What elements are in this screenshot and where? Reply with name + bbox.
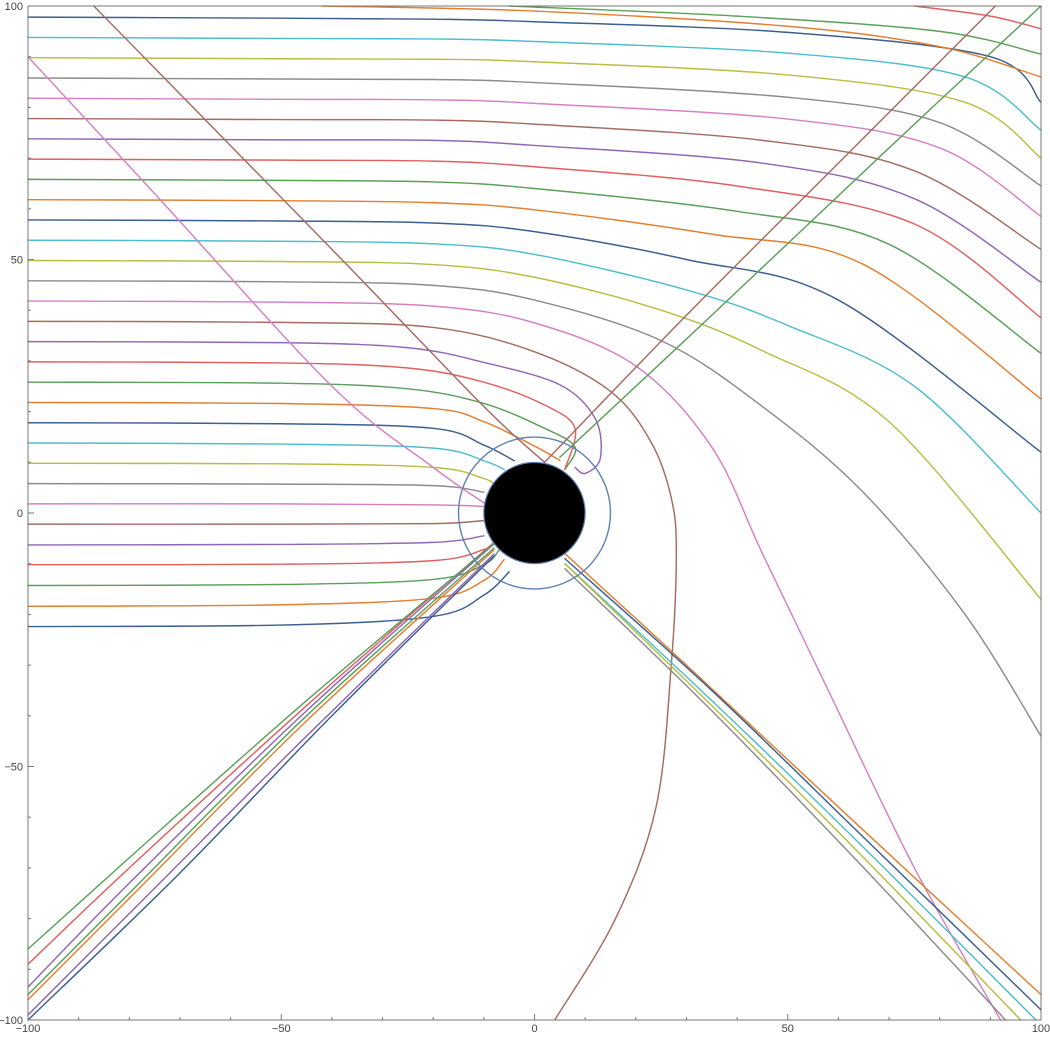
ray-series-line-43 [27, 543, 495, 988]
ray-series-line-9 [27, 462, 495, 486]
x-tick-label-1: −100 [16, 1023, 41, 1035]
ray-series-line-23 [27, 178, 1042, 355]
plot-frame [27, 5, 1042, 1021]
black-hole-disk [483, 461, 586, 565]
ray-series-line-38 [559, 5, 1042, 458]
ray-series-line-26 [27, 117, 1042, 251]
ray-series-line-25 [27, 138, 1042, 284]
ray-series-line-34 [913, 5, 1042, 30]
ray-series-line-33 [508, 5, 1042, 55]
ray-series-line-16 [27, 320, 678, 1021]
ray-series-line-6 [27, 519, 485, 525]
x-axis-ticks: −100 −50 0 50 100 [16, 1014, 1050, 1035]
y-tick-label-3: 0 [17, 508, 23, 520]
ray-series-line-41 [27, 549, 495, 1001]
x-tick-label-5: 100 [1032, 1023, 1050, 1035]
ray-series-line-2 [27, 558, 505, 608]
ray-series-line-18 [27, 280, 1042, 737]
ray-series-line-21 [27, 219, 1042, 453]
ray-series-line-45 [27, 538, 500, 950]
ray-series-line-7 [27, 503, 485, 508]
ray-series-line-31 [27, 16, 1042, 104]
ray-series-line-19 [27, 259, 1042, 600]
ray-series-line-1 [27, 571, 510, 628]
ray-series-line-10 [27, 442, 505, 471]
ray-series-line-12 [27, 401, 561, 461]
ray-series-line-24 [27, 158, 1042, 319]
ray-series-line-3 [27, 549, 500, 587]
ray-series-line-29 [27, 56, 1042, 159]
ray-series-line-39 [27, 555, 495, 1021]
ray-series-line-36 [27, 55, 485, 504]
ray-series-line-13 [27, 381, 577, 471]
ray-series-line-14 [27, 361, 577, 471]
ray-series-line-42 [27, 547, 495, 996]
ray-series-line-5 [27, 535, 485, 546]
ray-series-line-44 [27, 541, 495, 965]
ray-series-line-49 [564, 562, 1022, 1021]
ray-series-layer [27, 5, 1042, 1021]
ray-series-line-40 [27, 553, 495, 1016]
ray-series-line-17 [27, 300, 1002, 1021]
ray-series-line-50 [564, 568, 1007, 1021]
ray-series-line-35 [93, 5, 546, 464]
ray-series-line-30 [27, 36, 1042, 131]
y-tick-label-2: −50 [4, 762, 23, 774]
x-tick-label-2: −50 [272, 1023, 291, 1035]
ray-series-line-27 [27, 97, 1042, 218]
y-axis-ticks: −100 −50 0 50 100 [0, 1, 34, 1027]
x-tick-label-4: 50 [782, 1023, 794, 1035]
ray-series-line-46 [564, 552, 1042, 996]
ray-series-line-37 [543, 5, 997, 464]
ray-series-line-47 [564, 557, 1042, 1011]
photon-ring [457, 436, 612, 590]
y-tick-label-1: −100 [0, 1015, 23, 1027]
ray-series-line-22 [27, 198, 1042, 400]
ray-series-line-8 [27, 482, 485, 493]
x-tick-label-3: 0 [531, 1023, 537, 1035]
ray-series-line-28 [27, 77, 1042, 187]
ray-series-line-20 [27, 239, 1042, 514]
ray-series-line-48 [564, 562, 1037, 1021]
y-tick-label-4: 50 [11, 255, 23, 267]
y-tick-label-5: 100 [5, 1, 23, 13]
ray-series-line-4 [27, 541, 495, 566]
ray-series-line-11 [27, 422, 515, 462]
ray-series-line-32 [321, 5, 1042, 78]
